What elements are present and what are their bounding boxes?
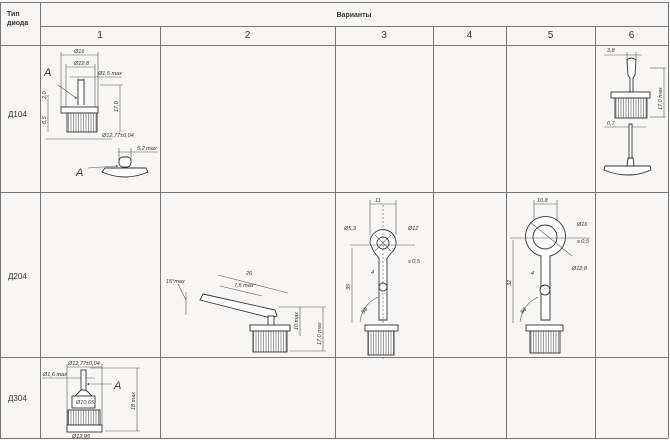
dim-label: 18 max <box>131 392 137 410</box>
dim-label: 26 <box>245 271 253 277</box>
drawing-d104-variant-1: Ø16 Ø12,8 Ø1,5 max 2,0 6,5 17,0 Ø12,77±0… <box>42 49 158 179</box>
view-label-a: A <box>75 167 83 179</box>
dim-label: 7,5 max <box>234 283 254 289</box>
dim-label: Ø12,77±0,04 <box>101 133 134 139</box>
header-divider <box>40 26 668 27</box>
variant-number: 6 <box>628 30 635 41</box>
dim-label: 8φ <box>361 306 370 315</box>
column-divider <box>433 26 434 438</box>
dim-label: Ø12,95 <box>71 434 91 440</box>
row-divider <box>0 357 668 358</box>
dim-label: 17,0 max <box>658 87 664 110</box>
dim-label: Ø12,8 <box>571 266 588 272</box>
dim-label: 6,5 <box>42 115 48 124</box>
column-divider <box>160 26 161 438</box>
dim-label: Ø1,6 max <box>42 372 67 378</box>
dim-label: 8φ <box>520 306 529 315</box>
dim-label: Ø5,3 <box>343 226 357 232</box>
column-divider <box>40 2 41 438</box>
row-label-d304: Д304 <box>8 394 27 403</box>
dim-label: 10 max <box>294 312 300 330</box>
column-divider <box>595 26 596 438</box>
dim-label: Ø12 <box>407 226 418 232</box>
dim-label: Ø16 <box>73 49 85 55</box>
variant-number: 3 <box>381 30 387 41</box>
variant-number: 1 <box>97 30 103 41</box>
table-border-top <box>0 2 668 3</box>
dim-label: 10,8 <box>537 198 549 204</box>
row-label-d204: Д204 <box>8 272 27 281</box>
dim-label: 3,8 <box>607 48 616 54</box>
dim-label: 5,2 max <box>137 146 157 152</box>
dim-label: 4 <box>531 271 534 277</box>
dim-label: Ø10,65 <box>75 400 95 406</box>
dim-label: s 0,5 <box>408 259 421 265</box>
dim-label: 32 <box>507 280 513 286</box>
header-variants: Варианты <box>336 12 372 19</box>
dim-label: Ø12,8 <box>73 61 90 67</box>
view-label-a: A <box>113 380 121 392</box>
table-border-bottom <box>0 438 668 439</box>
dim-label: Ø12,77±0,04 <box>67 361 100 367</box>
dim-label: Ø1,5 max <box>97 71 122 77</box>
table-border-right <box>668 2 669 438</box>
table-border-left <box>0 2 1 438</box>
column-divider <box>506 26 507 438</box>
drawing-d204-variant-5: 10,8 Ø16 s 0,5 Ø12,8 32 4 8φ <box>507 198 590 354</box>
column-divider <box>335 26 336 438</box>
dim-label: 2,0 <box>42 90 48 100</box>
dim-label: s 0,5 <box>577 239 590 245</box>
drawing-d204-variant-2: 15°max 26 7,5 max 10 max 17,0 max <box>166 271 326 353</box>
dim-label: 35 <box>346 283 352 290</box>
dim-label: 4 <box>371 270 374 276</box>
variant-number: 2 <box>244 30 251 41</box>
dim-label: 11 <box>375 198 381 204</box>
variant-number: 5 <box>547 30 554 41</box>
row-label-d104: Д104 <box>8 110 27 119</box>
view-label-a: A <box>43 67 51 79</box>
dim-label: 15°max <box>166 279 185 285</box>
drawing-d104-variant-6: 3,8 17,0 max 0,7 <box>603 48 666 176</box>
dim-label: 17,0 max <box>317 322 323 345</box>
drawing-d204-variant-3: Ø5,3 11 Ø12 s 0,5 35 4 8φ <box>343 198 421 360</box>
header-diode-type: Тип диода <box>7 11 29 27</box>
dim-label: 17,0 <box>114 100 120 112</box>
variant-number: 4 <box>466 30 473 41</box>
row-divider <box>0 192 668 193</box>
dim-label: Ø16 <box>576 222 588 228</box>
drawing-d304-variant-1: Ø12,77±0,04 Ø1,6 max A Ø10,65 18 max Ø12… <box>42 361 140 440</box>
dim-label: 0,7 <box>607 121 616 127</box>
header-bottom-line <box>0 45 668 46</box>
